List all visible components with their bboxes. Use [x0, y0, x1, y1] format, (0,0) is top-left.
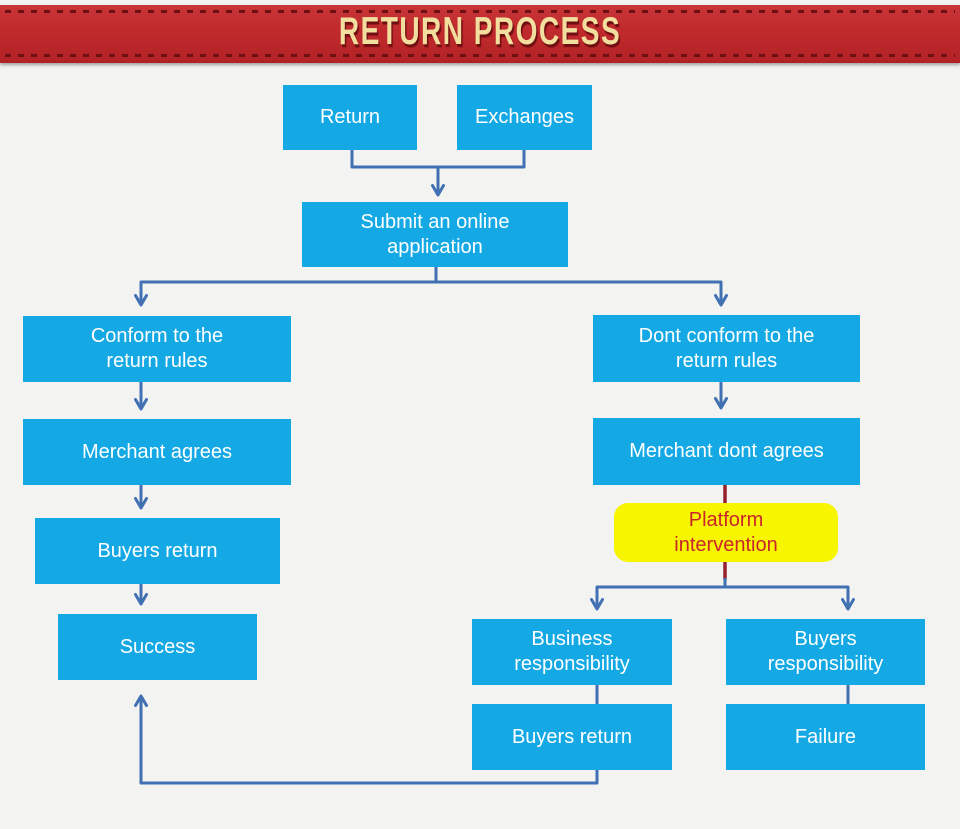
connector-return-exchanges-merge — [350, 150, 526, 169]
header-banner: RETURN PROCESS — [0, 5, 960, 63]
banner-dashed-border-bottom — [5, 54, 955, 57]
connector-branch-left-arrow — [134, 280, 436, 307]
node-platform-intervention: Platform intervention — [614, 503, 838, 562]
node-buyers-return-left: Buyers return — [35, 518, 280, 584]
connector-split-right-arrow — [725, 585, 855, 611]
connector-feedback-to-success — [134, 694, 599, 785]
banner-dashed-border-top — [5, 10, 955, 13]
node-merchant-dont-agrees: Merchant dont agrees — [593, 418, 860, 485]
node-failure: Failure — [726, 704, 925, 770]
node-conform-rules: Conform to the return rules — [23, 316, 291, 382]
connector-split-left-arrow — [590, 585, 725, 611]
node-success: Success — [58, 614, 257, 680]
node-buyers-responsibility: Buyers responsibility — [726, 619, 925, 685]
node-submit-application: Submit an online application — [302, 202, 568, 267]
node-buyers-return-bottom: Buyers return — [472, 704, 672, 770]
node-merchant-agrees: Merchant agrees — [23, 419, 291, 485]
node-return: Return — [283, 85, 417, 150]
node-dont-conform-rules: Dont conform to the return rules — [593, 315, 860, 382]
page-title: RETURN PROCESS — [338, 10, 622, 54]
connector-branch-right-arrow — [436, 280, 728, 307]
node-exchanges: Exchanges — [457, 85, 592, 150]
node-business-responsibility: Business responsibility — [472, 619, 672, 685]
